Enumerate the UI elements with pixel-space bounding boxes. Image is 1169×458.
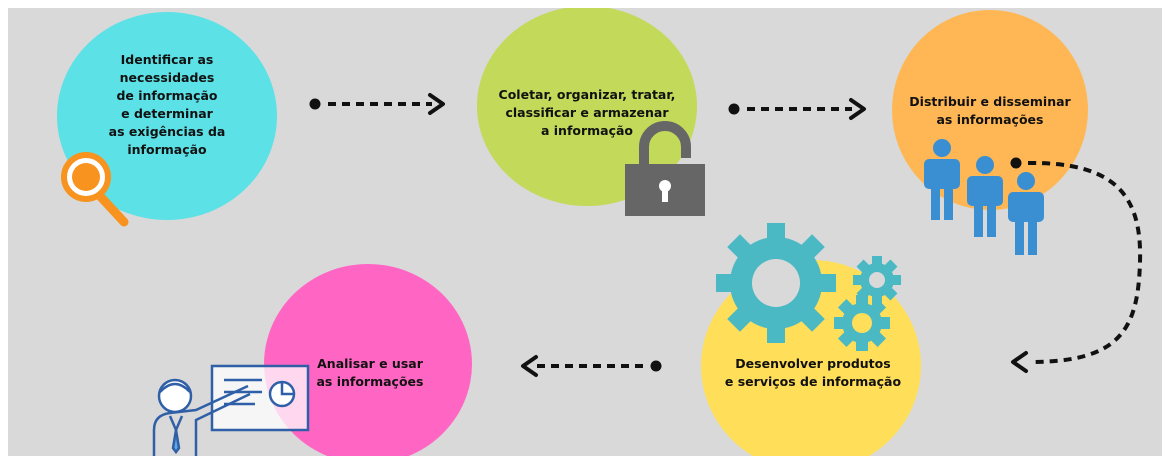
arrow-step2-to-step3 [728,98,866,120]
arrow-step4-to-step5 [521,355,662,377]
step-5-label: Analisar e usar as informações [316,356,424,389]
step-1-circle [57,12,277,220]
arrow-step3-to-step4 [1010,157,1143,373]
arrow-step1-to-step2 [309,93,445,115]
people-icon [924,139,1044,255]
step-4-label: Desenvolver produtos e serviços de infor… [724,356,902,389]
magnifier-icon [61,152,129,227]
step-1-label: Identificar as necessidades de informaçã… [108,52,226,157]
padlock-icon [625,121,705,216]
step-2-label: Coletar, organizar, tratar, classificar … [498,87,676,138]
presenter-icon [152,364,310,456]
step-5-circle [264,264,472,456]
step-3-label: Distribuir e disseminar as informações [909,94,1071,127]
